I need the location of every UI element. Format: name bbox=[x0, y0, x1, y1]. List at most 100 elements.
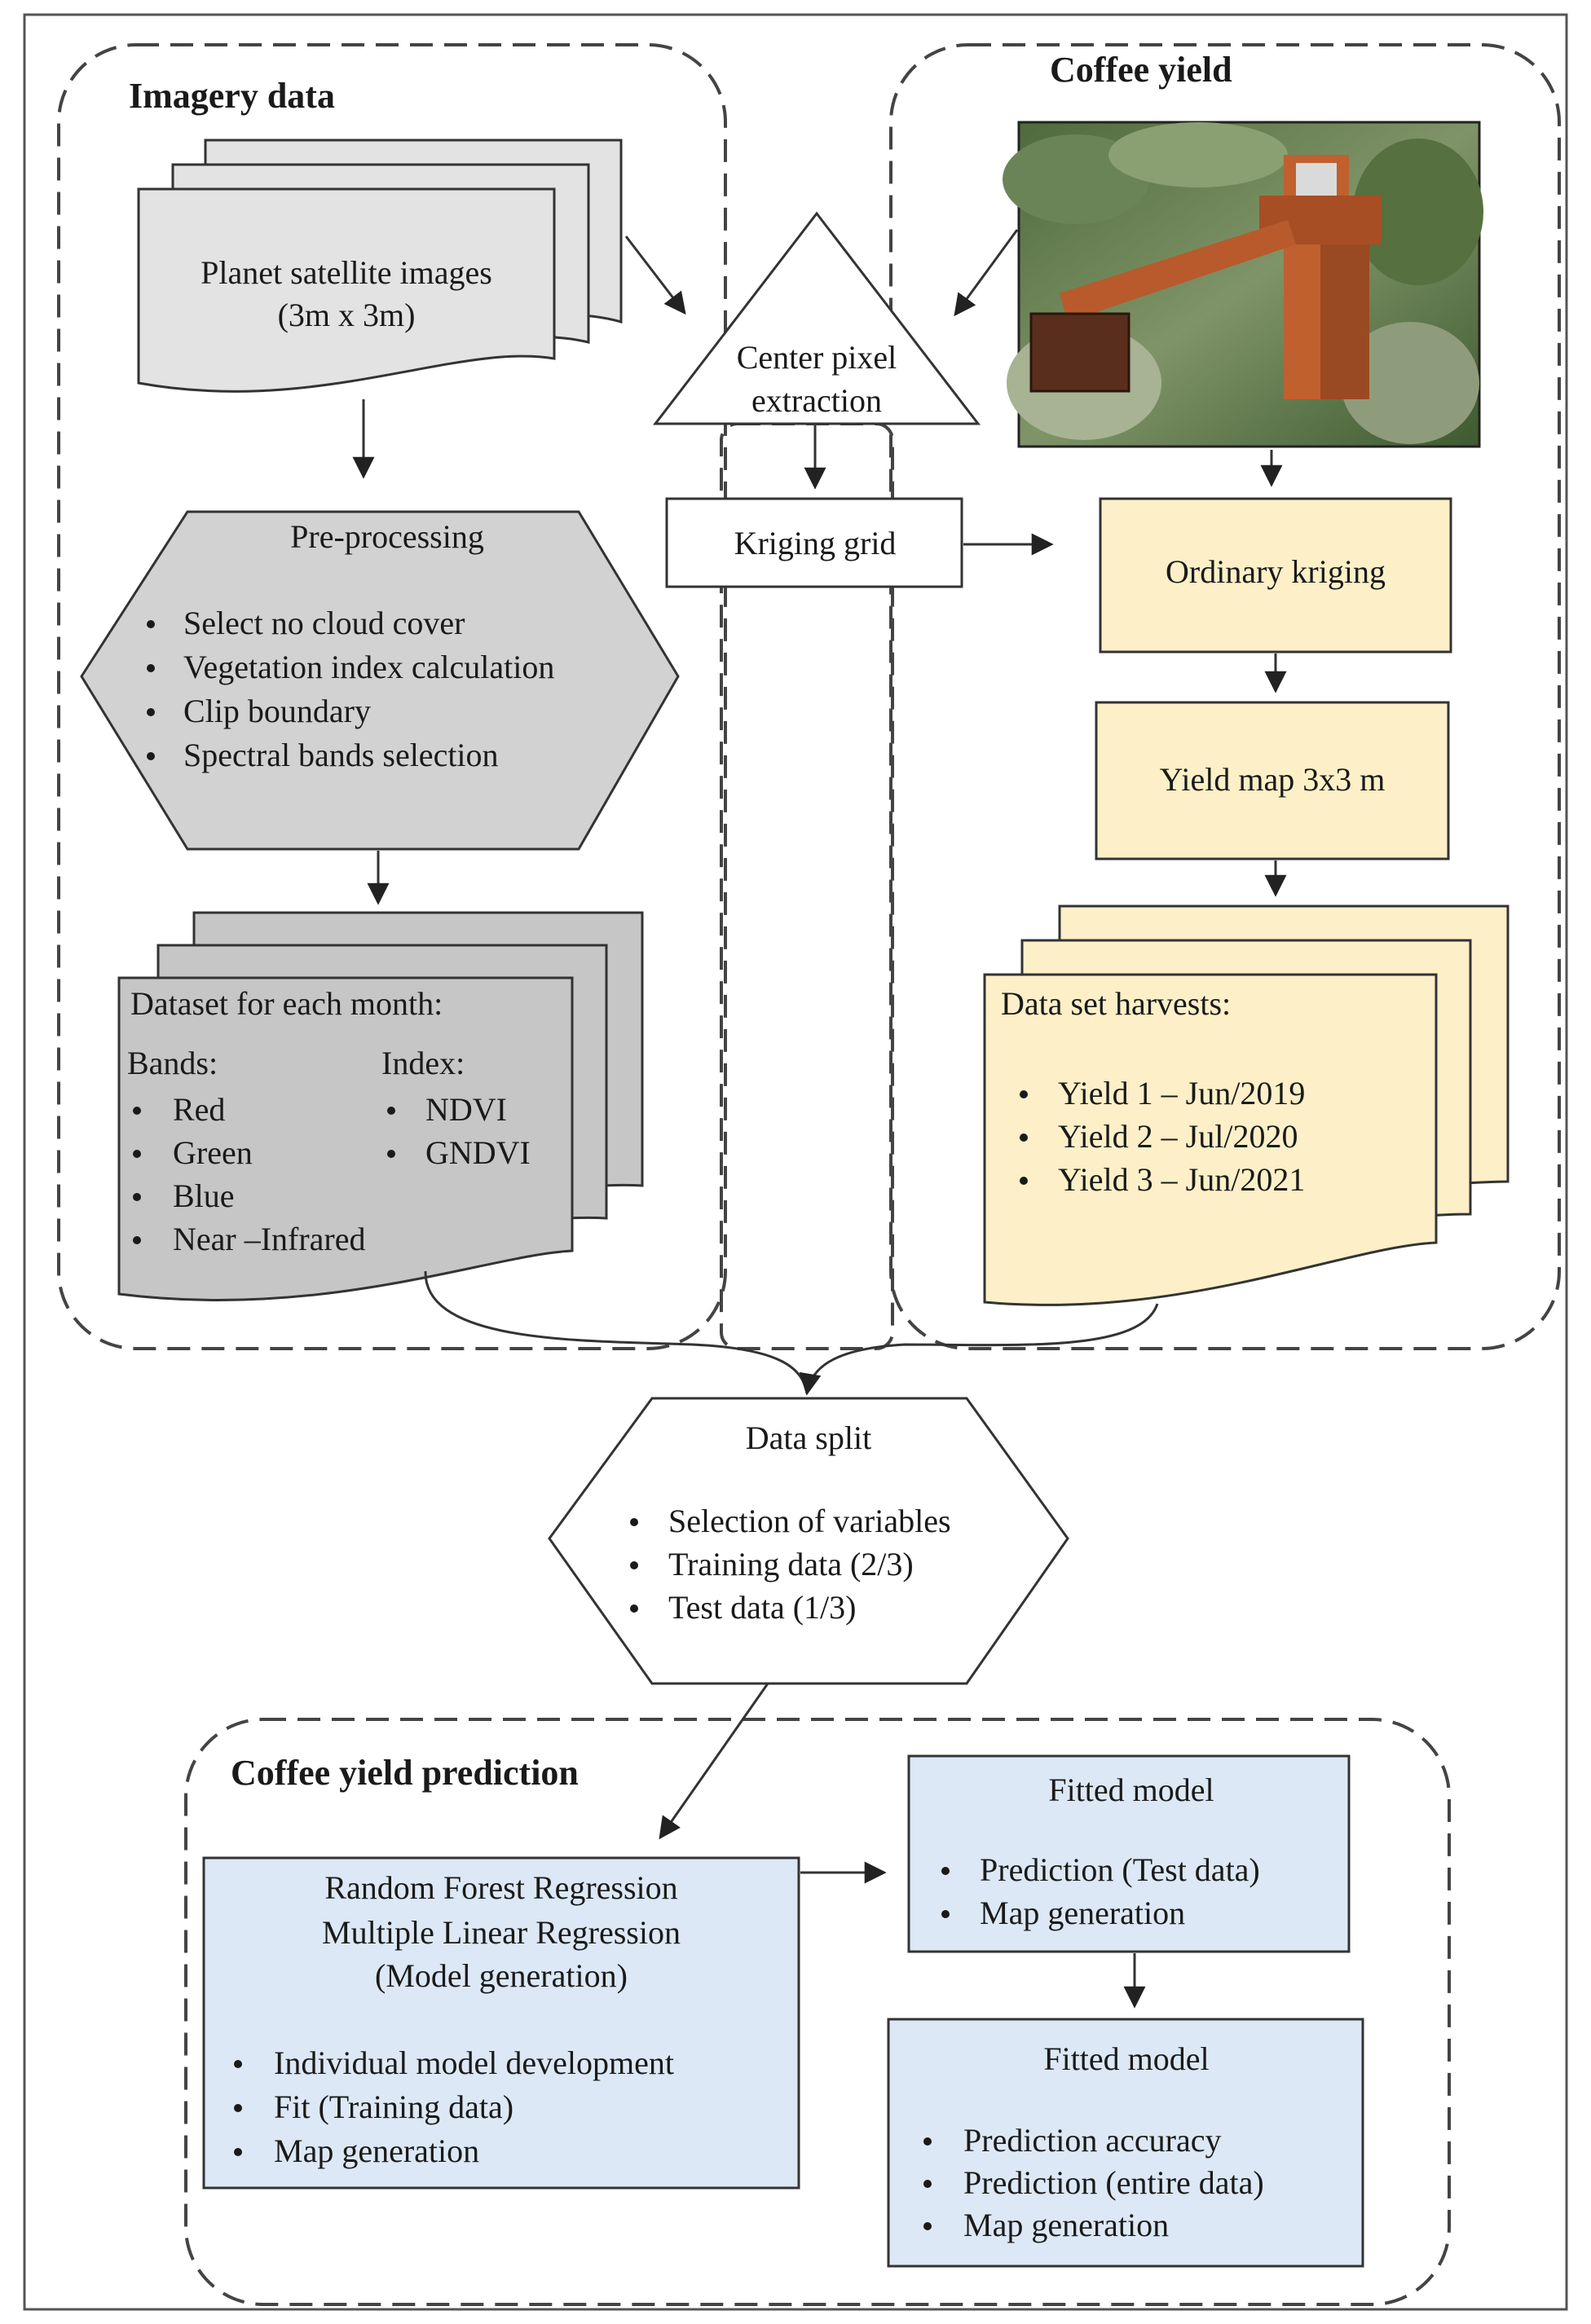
kriging-grid-label: Kriging grid bbox=[734, 525, 897, 561]
pre-processing-hexagon bbox=[80, 510, 680, 851]
pre-processing-item: Vegetation index calculation bbox=[183, 649, 554, 685]
coffee-yield-prediction-group bbox=[184, 1718, 1451, 2306]
fitted-model-test-bullet bbox=[941, 1867, 950, 1875]
fitted-model-accuracy-title: Fitted model bbox=[1043, 2040, 1209, 2077]
arrow-split-to-model bbox=[659, 1683, 769, 1840]
harvest-item: Yield 1 – Jun/2019 bbox=[1058, 1075, 1305, 1111]
fitted-model-accuracy-item: Prediction accuracy bbox=[963, 2122, 1222, 2159]
pre-processing-bullet bbox=[147, 620, 155, 628]
model-rf-label: Random Forest Regression bbox=[324, 1869, 677, 1906]
band-bullet bbox=[133, 1193, 141, 1201]
pre-processing-item: Spectral bands selection bbox=[183, 737, 499, 773]
extraction-label-line2: extraction bbox=[751, 382, 882, 419]
yield-map-label: Yield map 3x3 m bbox=[1160, 761, 1386, 798]
model-bullet bbox=[234, 2104, 242, 2112]
dataset-title: Dataset for each month: bbox=[130, 985, 443, 1022]
monthly-dataset-stack: Dataset for each month: Bands: Index: Re… bbox=[117, 911, 644, 1302]
fitted-model-test-box bbox=[907, 1754, 1351, 1953]
harvest-bullet bbox=[1020, 1090, 1028, 1098]
model-generation-step: Random Forest Regression Multiple Linear… bbox=[202, 1856, 800, 2190]
fitted-model-accuracy-step: Fitted model Prediction accuracyPredicti… bbox=[887, 2018, 1364, 2268]
fitted-model-test-list: Prediction (Test data) Map generation bbox=[941, 1851, 1260, 1931]
harvest-dataset-stack: Data set harvests: Yield 1 – Jun/2019Yie… bbox=[983, 905, 1509, 1306]
index-bullet bbox=[387, 1107, 395, 1115]
connectors bbox=[352, 229, 1287, 2009]
fitted-model-test-item: Prediction (Test data) bbox=[980, 1851, 1260, 1888]
pre-processing-bullet bbox=[147, 664, 155, 672]
fitted-model-accuracy-item: Map generation bbox=[963, 2207, 1169, 2243]
data-split-hexagon bbox=[548, 1397, 1069, 1685]
band-bullet bbox=[133, 1107, 141, 1115]
pre-processing-item: Select no cloud cover bbox=[183, 605, 465, 641]
coffee-yield-group bbox=[889, 43, 1561, 1350]
data-split-item: Test data (1/3) bbox=[668, 1589, 856, 1626]
data-split-bullet bbox=[630, 1604, 638, 1613]
fitted-model-test-step: Fitted model Prediction (Test data) Map g… bbox=[907, 1754, 1351, 1953]
fitted-model-accuracy-bullet bbox=[923, 2180, 932, 2188]
yield-map-box bbox=[1095, 701, 1450, 860]
index-bullet bbox=[387, 1150, 395, 1158]
satellite-images-stack: Planet satellite images (3m x 3m) bbox=[137, 139, 623, 393]
model-item: Individual model development bbox=[274, 2045, 674, 2081]
index-label: Index: bbox=[381, 1045, 465, 1081]
harvest-item: Yield 2 – Jul/2020 bbox=[1058, 1118, 1298, 1155]
harvest-item: Yield 3 – Jun/2021 bbox=[1058, 1161, 1305, 1198]
model-bullet bbox=[234, 2148, 242, 2156]
arrow-satellite-to-extraction bbox=[624, 235, 686, 315]
imagery-data-title: Imagery data bbox=[129, 76, 335, 116]
model-item: Map generation bbox=[274, 2133, 479, 2169]
pre-processing-bullet bbox=[147, 708, 155, 716]
dataset-doc-front bbox=[117, 976, 574, 1302]
extraction-triangle bbox=[652, 211, 981, 425]
curve-dataset-to-split bbox=[424, 1270, 809, 1394]
coffee-yield-title: Coffee yield bbox=[1050, 50, 1232, 90]
curve-harvests-to-split bbox=[799, 1303, 1159, 1396]
model-generation-box bbox=[202, 1856, 800, 2190]
band-item: Near –Infrared bbox=[173, 1221, 366, 1257]
fitted-model-test-title: Fitted model bbox=[1048, 1772, 1214, 1808]
figure-frame bbox=[23, 13, 1568, 2311]
pre-processing-title: Pre-processing bbox=[290, 518, 484, 555]
band-bullet bbox=[133, 1150, 141, 1158]
band-item: Red bbox=[173, 1091, 225, 1128]
band-item: Blue bbox=[173, 1177, 235, 1214]
pre-processing-item: Clip boundary bbox=[183, 693, 371, 729]
index-item: NDVI bbox=[425, 1091, 507, 1128]
model-generation-label: (Model generation) bbox=[375, 1957, 628, 1994]
fitted-model-accuracy-bullet bbox=[923, 2137, 932, 2146]
data-split-step: Data split Selection of variablesTrainin… bbox=[548, 1397, 1069, 1685]
imagery-data-group bbox=[57, 43, 727, 1350]
satellite-doc-front bbox=[137, 187, 556, 393]
data-split-item: Training data (2/3) bbox=[668, 1546, 914, 1582]
pre-processing-bullet bbox=[147, 752, 155, 760]
model-bullet bbox=[234, 2060, 242, 2068]
model-mlr-label: Multiple Linear Regression bbox=[322, 1914, 681, 1951]
fitted-model-accuracy-box bbox=[887, 2018, 1364, 2268]
fitted-model-test-item: Map generation bbox=[980, 1895, 1185, 1931]
harvest-doc-front bbox=[983, 973, 1438, 1306]
pre-processing-step: Pre-processing Select no cloud coverVege… bbox=[80, 510, 680, 851]
satellite-images-label: Planet satellite images bbox=[201, 254, 492, 291]
data-split-item: Selection of variables bbox=[668, 1503, 951, 1539]
arrow-photo-to-extraction bbox=[954, 229, 1019, 317]
extraction-label-line1: Center pixel bbox=[737, 339, 897, 376]
data-split-bullet bbox=[630, 1518, 638, 1526]
prediction-title: Coffee yield prediction bbox=[231, 1753, 579, 1793]
data-split-title: Data split bbox=[746, 1419, 871, 1456]
fitted-model-accuracy-item: Prediction (entire data) bbox=[963, 2164, 1264, 2201]
coffee-harvester-photo bbox=[1003, 121, 1483, 448]
ordinary-kriging-label: Ordinary kriging bbox=[1166, 553, 1386, 590]
harvest-bullet bbox=[1020, 1177, 1028, 1185]
kriging-grid-box bbox=[665, 497, 963, 588]
harvest-title: Data set harvests: bbox=[1001, 985, 1231, 1022]
satellite-resolution-label: (3m x 3m) bbox=[278, 297, 416, 333]
ordinary-kriging-box bbox=[1099, 497, 1452, 654]
